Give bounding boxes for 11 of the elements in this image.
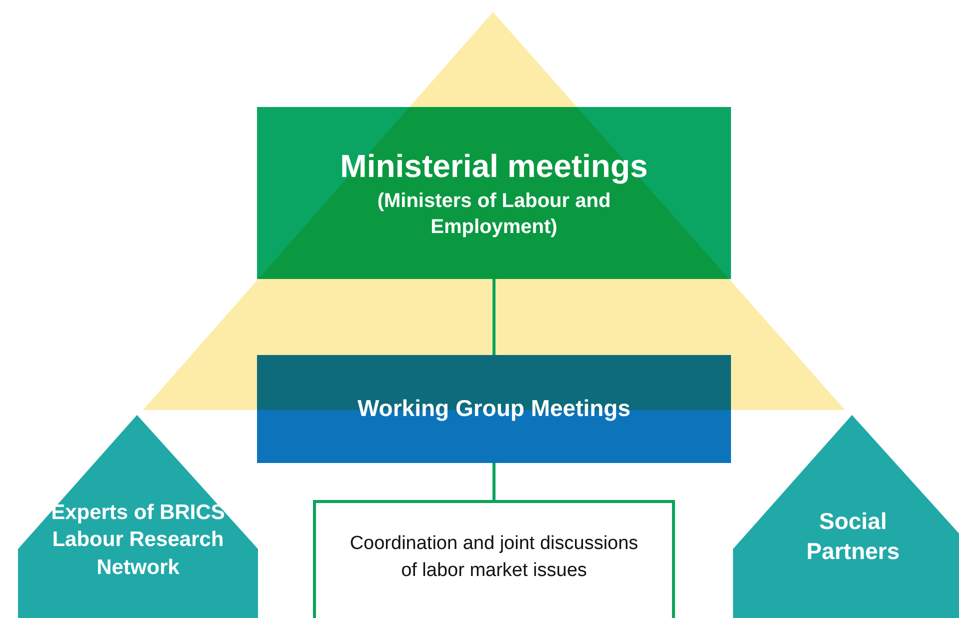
pentagon-shape	[733, 415, 959, 618]
box-subtitle: (Ministers of Labour and Employment)	[376, 188, 612, 240]
pentagon-label: Experts of BRICS Labour Research Network	[50, 500, 226, 581]
box-text: Coordination and joint discussions of labor market issues	[349, 532, 639, 583]
connector-line	[492, 279, 496, 355]
pentagon-shape	[18, 415, 258, 618]
connector-line	[492, 463, 496, 500]
box-title: Working Group Meetings	[357, 394, 631, 424]
activity-box	[313, 500, 675, 618]
pentagon-label: Social Partners	[805, 507, 901, 566]
box-title: Ministerial meetings	[340, 147, 648, 186]
